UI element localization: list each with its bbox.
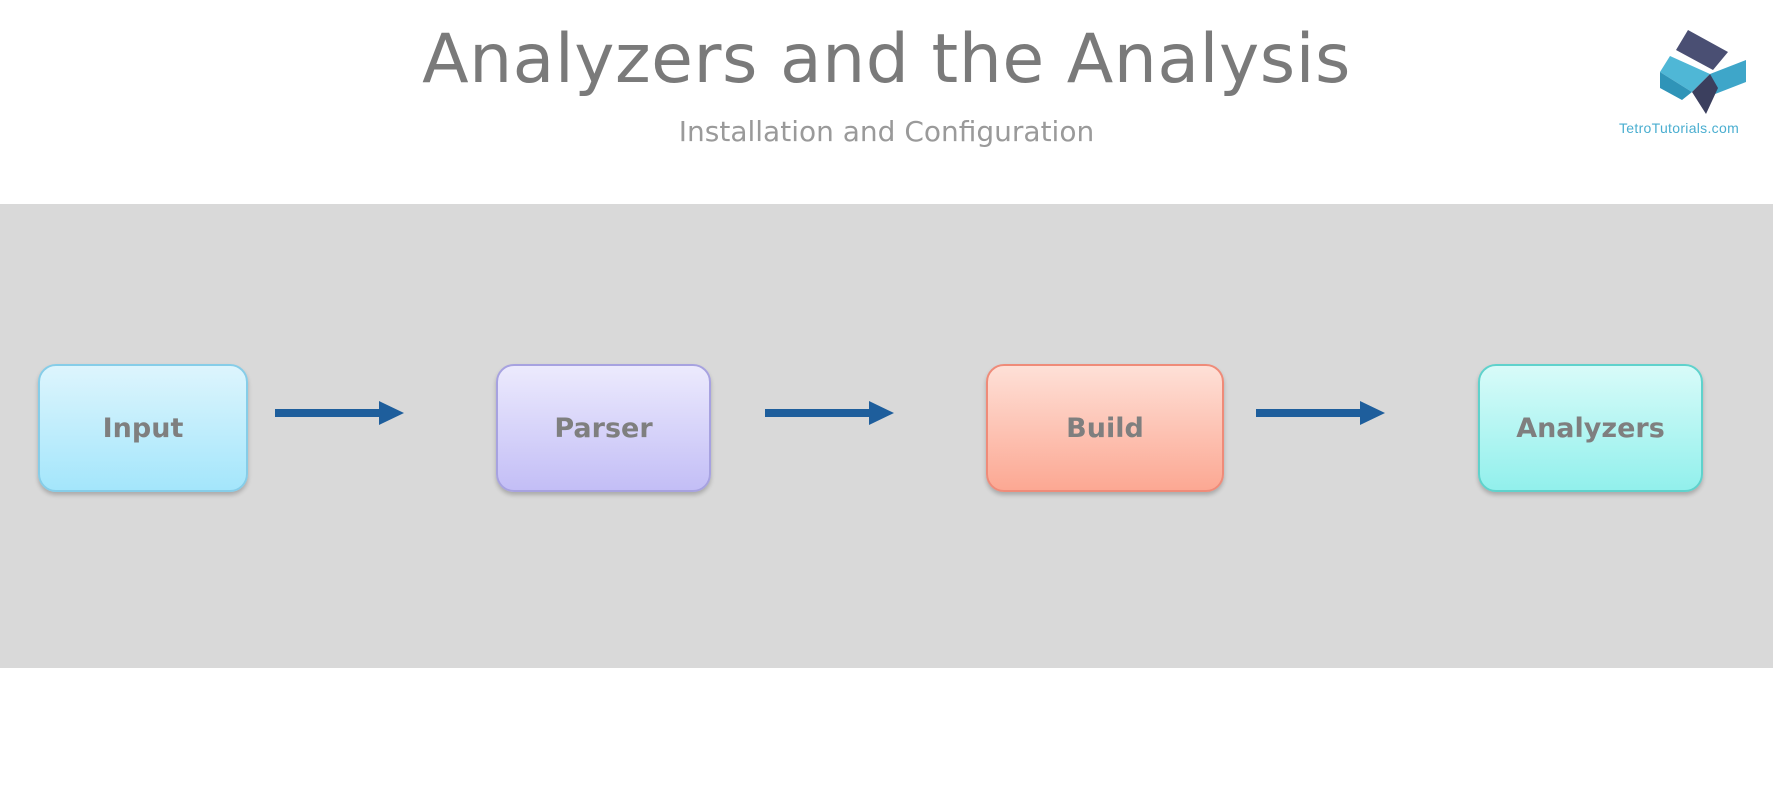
node-input-label: Input	[102, 412, 184, 444]
node-build: Build	[986, 364, 1224, 492]
diagram-background-band	[0, 204, 1773, 668]
node-analyzers-label: Analyzers	[1516, 412, 1665, 444]
arrow-input-to-parser	[275, 401, 404, 425]
node-analyzers: Analyzers	[1478, 364, 1703, 492]
tetro-cube-logo-icon	[1660, 30, 1746, 114]
page-title: Analyzers and the Analysis	[422, 20, 1351, 99]
page-subtitle: Installation and Configuration	[678, 115, 1095, 148]
arrow-build-to-analyzers	[1256, 401, 1385, 425]
logo-text: TetroTutorials.com	[1619, 120, 1740, 136]
node-parser: Parser	[496, 364, 711, 492]
node-parser-label: Parser	[554, 412, 653, 444]
tetro-tutorials-logo: TetroTutorials.com	[1616, 28, 1773, 140]
arrow-parser-to-build	[765, 401, 894, 425]
node-build-label: Build	[1066, 412, 1144, 444]
node-input: Input	[38, 364, 248, 492]
